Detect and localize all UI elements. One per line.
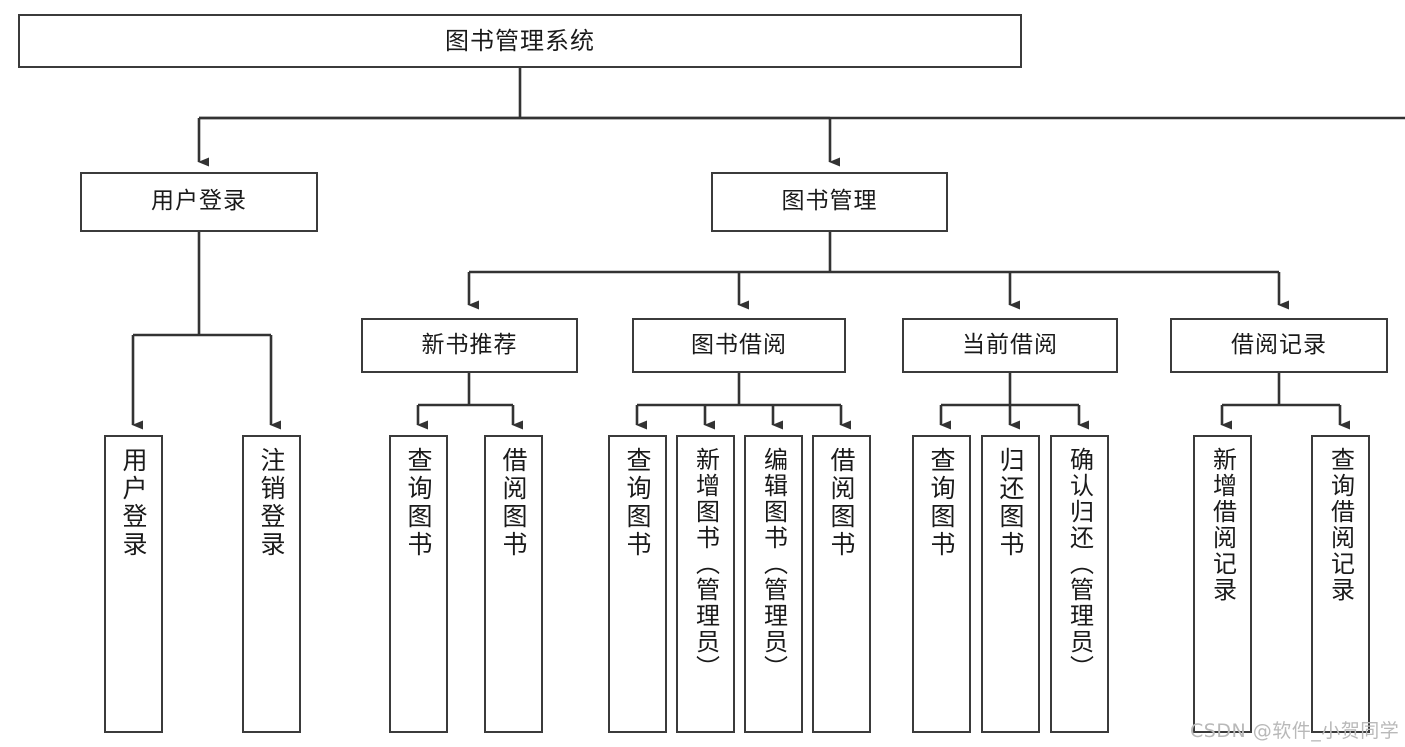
node-label: 借阅图书 bbox=[499, 447, 528, 559]
node-label: 用户登录 bbox=[119, 447, 148, 559]
node-label: 用户登录 bbox=[151, 188, 247, 215]
node-label: 新增图书（管理员） bbox=[691, 447, 720, 681]
node-new-book-recommend[interactable]: 新书推荐 bbox=[361, 318, 578, 373]
node-leaf-borrow-book[interactable]: 借阅图书 bbox=[812, 435, 871, 733]
node-leaf-add-book-admin[interactable]: 新增图书（管理员） bbox=[676, 435, 735, 733]
node-leaf-user-login[interactable]: 用户登录 bbox=[104, 435, 163, 733]
node-leaf-add-borrow-record[interactable]: 新增借阅记录 bbox=[1193, 435, 1252, 733]
node-label: 查询借阅记录 bbox=[1326, 447, 1355, 603]
node-label: 新书推荐 bbox=[421, 331, 518, 358]
node-label: 归还图书 bbox=[996, 447, 1025, 559]
node-label: 图书借阅 bbox=[691, 331, 787, 358]
node-book-borrow[interactable]: 图书借阅 bbox=[632, 318, 846, 373]
node-root-system[interactable]: 图书管理系统 bbox=[18, 14, 1022, 68]
node-leaf-query-book-current[interactable]: 查询图书 bbox=[912, 435, 971, 733]
node-current-borrow[interactable]: 当前借阅 bbox=[902, 318, 1118, 373]
node-label: 图书管理系统 bbox=[445, 26, 595, 55]
node-label: 新增借阅记录 bbox=[1208, 447, 1237, 603]
node-leaf-query-book-borrow[interactable]: 查询图书 bbox=[608, 435, 667, 733]
node-label: 当前借阅 bbox=[962, 331, 1058, 358]
node-borrow-record[interactable]: 借阅记录 bbox=[1170, 318, 1388, 373]
node-leaf-query-borrow-record[interactable]: 查询借阅记录 bbox=[1311, 435, 1370, 733]
node-label: 查询图书 bbox=[404, 447, 433, 559]
watermark: CSDN @软件_小贺同学 bbox=[1190, 720, 1400, 742]
node-label: 查询图书 bbox=[927, 447, 956, 559]
node-leaf-confirm-return-admin[interactable]: 确认归还（管理员） bbox=[1050, 435, 1109, 733]
node-book-management[interactable]: 图书管理 bbox=[711, 172, 948, 232]
node-label: 查询图书 bbox=[623, 447, 652, 559]
node-label: 借阅记录 bbox=[1231, 331, 1327, 358]
node-label: 确认归还（管理员） bbox=[1065, 447, 1094, 681]
node-label: 注销登录 bbox=[257, 447, 286, 559]
node-label: 借阅图书 bbox=[827, 447, 856, 559]
node-label: 编辑图书（管理员） bbox=[759, 447, 788, 681]
node-user-login[interactable]: 用户登录 bbox=[80, 172, 318, 232]
node-leaf-return-book[interactable]: 归还图书 bbox=[981, 435, 1040, 733]
node-label: 图书管理 bbox=[781, 188, 878, 215]
node-leaf-borrow-book-newbook[interactable]: 借阅图书 bbox=[484, 435, 543, 733]
node-leaf-edit-book-admin[interactable]: 编辑图书（管理员） bbox=[744, 435, 803, 733]
node-leaf-query-book-newbook[interactable]: 查询图书 bbox=[389, 435, 448, 733]
node-leaf-logout[interactable]: 注销登录 bbox=[242, 435, 301, 733]
